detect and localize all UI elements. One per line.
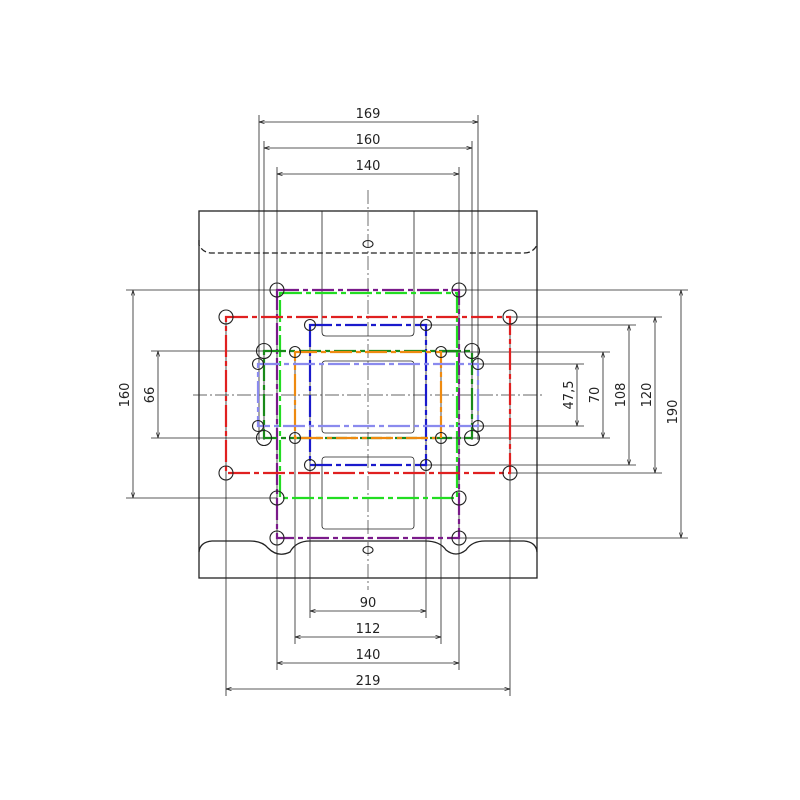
pattern-orange [293,350,443,440]
dim-bottom-112: 112 [356,622,381,637]
dim-right-120: 120 [640,383,655,408]
mounting-holes [218,282,518,546]
dim-top-140: 140 [356,159,381,174]
pattern-dark-green [262,349,474,440]
pattern-light-blue [256,362,480,428]
pattern-blue [308,323,428,467]
dimension-labels: 169 160 140 90 112 140 219 160 66 47,5 7… [118,107,681,689]
dim-top-160: 160 [356,133,381,148]
pattern-purple [275,288,461,540]
dim-right-47-5: 47,5 [562,381,577,410]
dim-right-70: 70 [588,387,603,404]
dim-bottom-140: 140 [356,648,381,663]
dim-right-108: 108 [614,383,629,408]
extension-lines [126,115,688,696]
hole-patterns [224,288,512,540]
dim-right-190: 190 [666,400,681,425]
pattern-red [224,315,512,475]
pattern-green [278,291,459,500]
dim-bottom-219: 219 [356,674,381,689]
dim-top-169: 169 [356,107,381,122]
dim-bottom-90: 90 [360,596,377,611]
centerlines [193,190,543,590]
dimension-lines [133,122,681,689]
dim-left-160: 160 [118,383,133,408]
dim-left-66: 66 [143,387,158,404]
